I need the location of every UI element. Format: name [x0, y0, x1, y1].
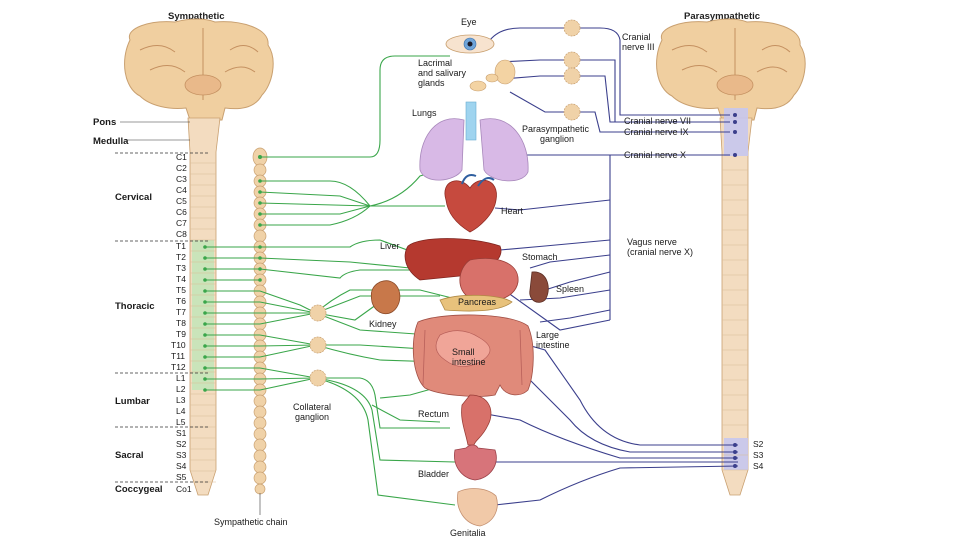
segment-label: T8: [176, 318, 186, 328]
label-vagus-2: (cranial nerve X): [627, 247, 693, 257]
genitalia-organ: [457, 488, 498, 527]
segment-label: S5: [176, 472, 187, 482]
label-spleen: Spleen: [556, 284, 584, 294]
label-pancreas: Pancreas: [458, 297, 497, 307]
right-brain: [656, 18, 806, 121]
segment-label: C7: [176, 218, 187, 228]
left-spinal-cord: [187, 117, 221, 496]
label-heart: Heart: [501, 206, 524, 216]
sympathetic-markers: [203, 155, 262, 392]
label-large-intestine-2: intestine: [536, 340, 570, 350]
pancreas-organ: [439, 294, 513, 312]
segment-label: T11: [171, 351, 185, 361]
segment-label: T7: [176, 307, 186, 317]
parasympathetic-pathways: [454, 27, 739, 506]
heart-organ: [444, 174, 497, 233]
right-sacral-label: S2: [753, 439, 764, 449]
label-stomach: Stomach: [522, 252, 558, 262]
segment-label: T5: [176, 285, 186, 295]
segment-label: T4: [176, 274, 186, 284]
label-cranial-vii: Cranial nerve VII: [624, 116, 691, 126]
label-lungs: Lungs: [412, 108, 437, 118]
label-sacral: Sacral: [115, 450, 144, 461]
segment-label: L4: [176, 406, 186, 416]
rectum-organ: [461, 394, 492, 446]
segment-label: C2: [176, 163, 187, 173]
label-lacrimal-2: and salivary: [418, 68, 467, 78]
label-vagus-1: Vagus nerve: [627, 237, 677, 247]
label-sympathetic-chain: Sympathetic chain: [214, 517, 288, 527]
label-eye: Eye: [461, 17, 477, 27]
label-liver: Liver: [380, 241, 400, 251]
segment-label: C4: [176, 185, 187, 195]
label-genitalia: Genitalia: [450, 528, 486, 538]
segment-labels: C1 C2 C3 C4 C5 C6 C7 C8 T1 T2 T3 T4 T5 T…: [171, 152, 192, 494]
label-collateral-ganglion-2: ganglion: [295, 412, 329, 422]
parasympathetic-ganglia: [563, 19, 581, 121]
segment-label: T9: [176, 329, 186, 339]
bladder-organ: [454, 444, 497, 481]
label-thoracic: Thoracic: [115, 301, 155, 312]
segment-label: C5: [176, 196, 187, 206]
region-separators: [115, 152, 210, 483]
sympathetic-pathways: [205, 55, 461, 506]
segment-label: L3: [176, 395, 186, 405]
label-large-intestine-1: Large: [536, 330, 559, 340]
left-brain: [124, 18, 274, 121]
segment-label: L2: [176, 384, 186, 394]
right-sacral-label: S4: [753, 461, 764, 471]
label-cervical: Cervical: [115, 192, 152, 203]
segment-label: T12: [171, 362, 186, 372]
label-medulla: Medulla: [93, 136, 129, 147]
label-pons: Pons: [93, 117, 116, 128]
segment-label: L5: [176, 417, 186, 427]
parasympathetic-markers: [733, 113, 737, 468]
label-small-intestine-2: intestine: [452, 357, 486, 367]
lungs-organ: [419, 101, 529, 182]
segment-label: C3: [176, 174, 187, 184]
label-cranial-ix: Cranial nerve IX: [624, 127, 689, 137]
label-collateral-ganglion-1: Collateral: [293, 402, 331, 412]
sympathetic-chain-beads: [252, 147, 268, 495]
right-sacral-label: S3: [753, 450, 764, 460]
segment-label: T3: [176, 263, 186, 273]
title-sympathetic: Sympathetic: [168, 11, 225, 22]
eye-organ: [445, 34, 495, 54]
label-cranial-iii-1: Cranial: [622, 32, 651, 42]
label-lumbar: Lumbar: [115, 396, 150, 407]
segment-label: C6: [176, 207, 187, 217]
segment-label: S4: [176, 461, 187, 471]
label-cranial-x: Cranial nerve X: [624, 150, 686, 160]
label-coccygeal: Coccygeal: [115, 484, 163, 495]
label-parasympathetic-ganglion-2: ganglion: [540, 134, 574, 144]
segment-label: Co1: [176, 484, 192, 494]
segment-label: S2: [176, 439, 187, 449]
intestines-organ: [412, 314, 534, 397]
salivary-glands-organ: [469, 59, 516, 92]
segment-label: T2: [176, 252, 186, 262]
segment-label: C8: [176, 229, 187, 239]
label-cranial-iii-2: nerve III: [622, 42, 655, 52]
stomach-organ: [459, 258, 519, 302]
label-lacrimal-3: glands: [418, 78, 445, 88]
right-spinal-cord: [719, 108, 753, 496]
segment-label: T1: [176, 241, 186, 251]
segment-label: S1: [176, 428, 187, 438]
spleen-organ: [529, 271, 549, 303]
collateral-ganglia: [309, 304, 327, 387]
label-lacrimal-1: Lacrimal: [418, 58, 452, 68]
label-kidney: Kidney: [369, 319, 397, 329]
title-parasympathetic: Parasympathetic: [684, 11, 760, 22]
segment-label: T10: [171, 340, 186, 350]
segment-label: S3: [176, 450, 187, 460]
segment-label: L1: [176, 373, 186, 383]
label-parasympathetic-ganglion-1: Parasympathetic: [522, 124, 590, 134]
segment-label: C1: [176, 152, 187, 162]
label-bladder: Bladder: [418, 469, 449, 479]
kidney-organ: [370, 280, 401, 315]
label-rectum: Rectum: [418, 409, 449, 419]
segment-label: T6: [176, 296, 186, 306]
label-small-intestine-1: Small: [452, 347, 475, 357]
